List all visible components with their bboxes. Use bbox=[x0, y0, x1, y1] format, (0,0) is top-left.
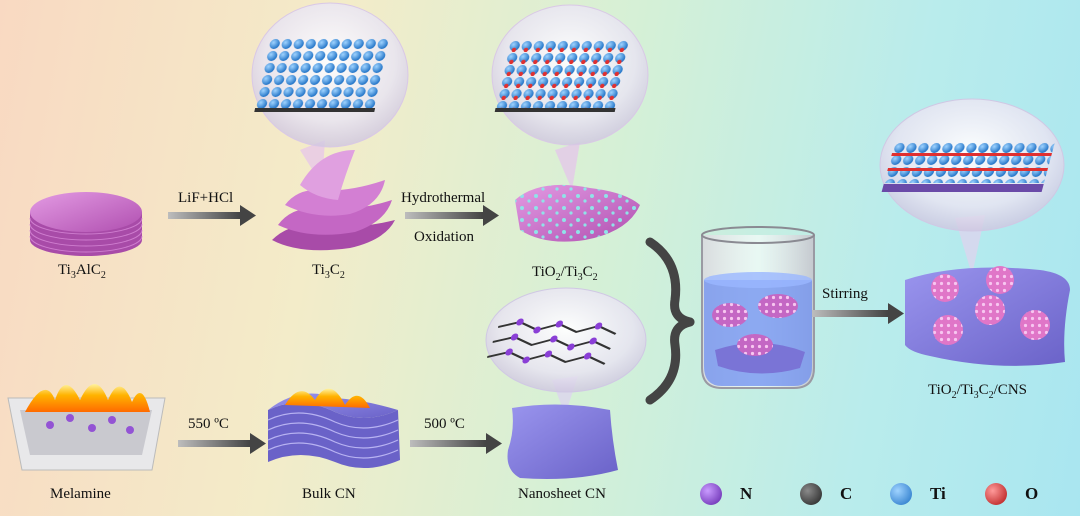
legend-label-c: C bbox=[840, 484, 852, 504]
legend-label-ti: Ti bbox=[930, 484, 946, 504]
hydrothermal-label: Hydrothermal bbox=[401, 190, 485, 207]
ti3alc2-label: Ti3AlC2 bbox=[58, 262, 106, 281]
composite-sheet bbox=[905, 266, 1070, 366]
nanosheet-cn-structure-bubble bbox=[485, 288, 646, 415]
composite-label: TiO2/Ti3C2/CNS bbox=[928, 382, 1027, 401]
melamine-crucible bbox=[8, 384, 165, 470]
ti3c2-label: Ti3C2 bbox=[312, 262, 345, 281]
legend-item-n: N bbox=[700, 483, 752, 505]
tio2-ti3c2-label: TiO2/Ti3C2 bbox=[532, 264, 598, 283]
merge-bracket bbox=[650, 242, 690, 400]
arrow-500c bbox=[410, 433, 502, 454]
nitrogen-ball-icon bbox=[700, 483, 722, 505]
tio2-ti3c2-structure-bubble bbox=[492, 5, 648, 190]
bulk-cn-label: Bulk CN bbox=[302, 486, 356, 503]
bulk-cn-stack bbox=[268, 389, 400, 468]
arrow-hydrothermal bbox=[405, 205, 499, 226]
ti3alc2-disc bbox=[30, 192, 142, 256]
melamine-label: Melamine bbox=[50, 486, 111, 503]
carbon-ball-icon bbox=[800, 483, 822, 505]
legend-item-o: O bbox=[985, 483, 1038, 505]
stirring-label: Stirring bbox=[822, 286, 868, 303]
temp-500-label: 500 ºC bbox=[424, 416, 465, 433]
composite-structure-bubble bbox=[880, 99, 1064, 275]
legend-item-c: C bbox=[800, 483, 852, 505]
temp-550-label: 550 ºC bbox=[188, 416, 229, 433]
nanosheet-cn bbox=[508, 404, 619, 479]
beaker bbox=[702, 227, 814, 388]
arrow-etching bbox=[168, 205, 256, 226]
arrow-550c bbox=[178, 433, 266, 454]
tio2-ti3c2-flake bbox=[515, 185, 640, 242]
oxygen-ball-icon bbox=[985, 483, 1007, 505]
ti3c2-flakes bbox=[272, 150, 395, 250]
legend-label-n: N bbox=[740, 484, 752, 504]
lif-hcl-label: LiF+HCl bbox=[178, 190, 233, 207]
oxidation-label: Oxidation bbox=[414, 229, 474, 246]
legend-label-o: O bbox=[1025, 484, 1038, 504]
titanium-ball-icon bbox=[890, 483, 912, 505]
legend-item-ti: Ti bbox=[890, 483, 946, 505]
arrow-stirring bbox=[812, 303, 904, 324]
nanosheet-cn-label: Nanosheet CN bbox=[518, 486, 606, 503]
